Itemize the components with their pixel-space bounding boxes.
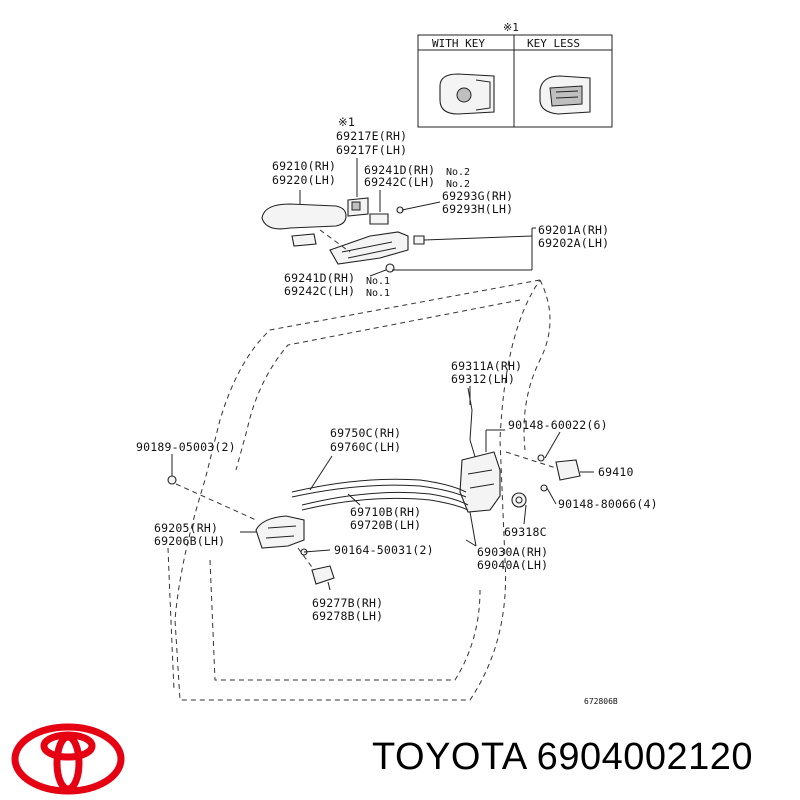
drawing-number: 672806B <box>584 697 618 706</box>
callout-69241d-bot: 69241D(RH) <box>284 271 355 285</box>
lock-striker-icon <box>555 459 581 481</box>
legend-with-key: WITH KEY <box>432 37 485 50</box>
callout-69242c-bot: 69242C(LH) <box>284 284 355 298</box>
door-lock-icon <box>459 451 501 513</box>
callout-69205: 69205(RH) <box>154 521 218 535</box>
callout-69410: 69410 <box>598 465 634 479</box>
screw-icon <box>385 263 395 273</box>
striker-screw-icon <box>540 484 548 492</box>
callout-69312: 69312(LH) <box>451 372 515 386</box>
callout-69030a: 69030A(RH) <box>477 545 548 559</box>
callout-90164: 90164-50031(2) <box>334 543 434 557</box>
callout-69201a: 69201A(RH) <box>538 223 609 237</box>
outside-handle-icon <box>261 203 347 230</box>
callout-69760c: 69760C(LH) <box>330 440 401 454</box>
callout-69242c-top: 69242C(LH) <box>364 175 435 189</box>
callout-69202a: 69202A(LH) <box>538 236 609 250</box>
callout-69210: 69210(RH) <box>272 159 336 173</box>
callout-mark-1: ※1 <box>338 115 355 129</box>
cable-69750c-icon <box>291 478 467 493</box>
callout-no2-b: No.2 <box>446 179 470 190</box>
callout-69217f: 69217F(LH) <box>336 143 407 157</box>
handle-cap-key-less-icon <box>539 75 591 115</box>
cable-69710b-icon <box>301 491 469 506</box>
legend-key-less: KEY LESS <box>527 37 580 50</box>
callout-90189: 90189-05003(2) <box>136 440 236 454</box>
callout-69206b: 69206B(LH) <box>154 534 225 548</box>
inside-handle-icon <box>255 515 305 549</box>
callout-no2-a: No.2 <box>446 167 470 178</box>
callout-69293h: 69293H(LH) <box>442 202 513 216</box>
lock-assembly <box>167 386 594 591</box>
callout-69293g: 69293G(RH) <box>442 189 513 203</box>
callout-69318c: 69318C <box>504 525 547 539</box>
callout-90148-80066: 90148-80066(4) <box>558 497 658 511</box>
door-outline <box>167 279 551 701</box>
toyota-logo-icon <box>11 723 125 795</box>
pad-no1-icon <box>291 233 317 247</box>
callout-no1-a: No.1 <box>366 276 390 287</box>
clip-90189-icon <box>167 475 177 485</box>
callout-69220: 69220(LH) <box>272 173 336 187</box>
brand-part-number: TOYOTA 6904002120 <box>372 736 754 778</box>
handle-cap-with-key-icon <box>439 73 495 115</box>
grommet-icon <box>511 492 527 508</box>
callout-69720b: 69720B(LH) <box>350 518 421 532</box>
callout-no1-b: No.1 <box>366 288 390 299</box>
callout-69217e: 69217E(RH) <box>336 129 407 143</box>
handle-frame-icon <box>329 231 409 265</box>
callout-69241d-top: 69241D(RH) <box>364 163 435 177</box>
callouts: ※1 69217E(RH) 69217F(LH) 69210(RH) 69220… <box>136 115 658 706</box>
callout-69750c: 69750C(RH) <box>330 426 401 440</box>
callout-69040a: 69040A(LH) <box>477 558 548 572</box>
outside-handle-assembly <box>261 158 536 277</box>
callout-69277b: 69277B(RH) <box>312 596 383 610</box>
callout-69710b: 69710B(RH) <box>350 505 421 519</box>
handle-bezel-icon <box>311 565 335 585</box>
callout-69311a: 69311A(RH) <box>451 359 522 373</box>
callout-90148-60022: 90148-60022(6) <box>508 418 608 432</box>
bolt-icon <box>413 235 425 245</box>
legend-box: ※1 WITH KEY KEY LESS <box>417 21 613 128</box>
legend-mark: ※1 <box>503 21 519 34</box>
lock-screw-icon <box>537 454 545 462</box>
callout-69278b: 69278B(LH) <box>312 609 383 623</box>
pad-no2-icon <box>369 213 389 225</box>
lock-rod-icon <box>467 387 477 461</box>
